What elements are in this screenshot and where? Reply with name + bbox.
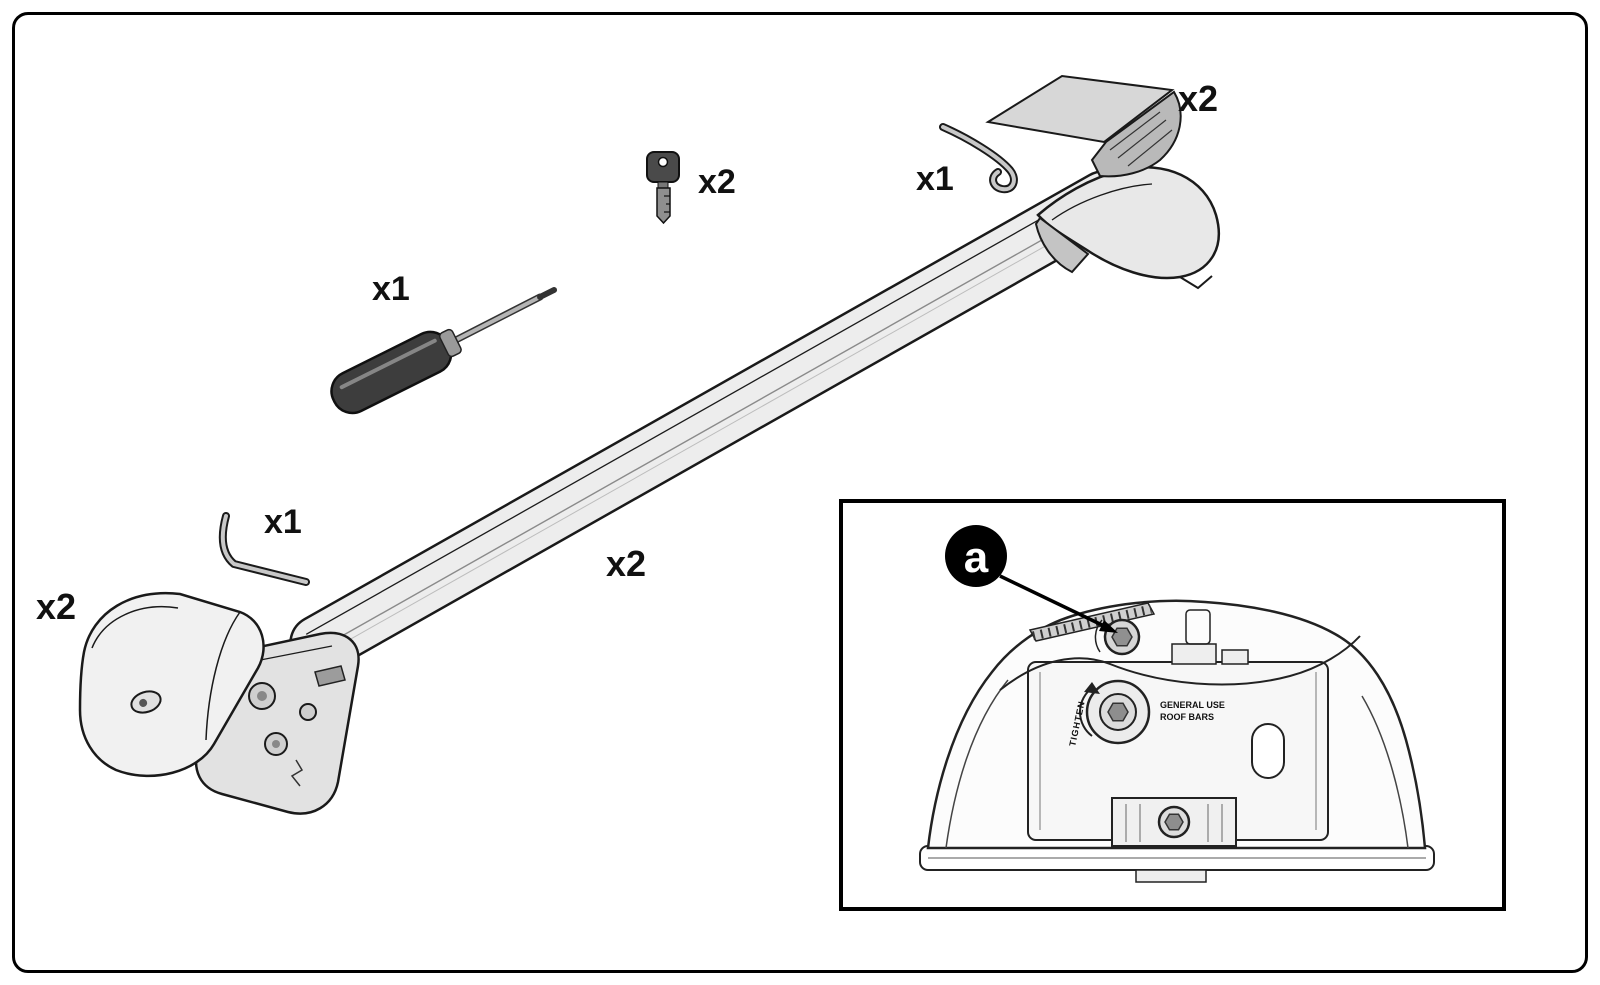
screwdriver-illustration — [330, 287, 557, 415]
inset-part-label-line2: ROOF BARS — [1160, 712, 1214, 722]
qty-label-end-cap: x2 — [36, 586, 77, 627]
inset-part-label-line1: GENERAL USE — [1160, 700, 1225, 710]
qty-label-roof-bar: x2 — [606, 543, 647, 584]
callout-a: a — [945, 525, 1118, 633]
qty-label-cover-strip: x2 — [1178, 78, 1219, 119]
cover-strip-illustration — [985, 74, 1182, 178]
qty-label-long-hex-key: x1 — [916, 160, 954, 198]
qty-label-key: x2 — [698, 163, 736, 201]
callout-a-label: a — [964, 533, 989, 582]
inset-detail-box: TIGHTEN GENERAL USE ROOF BARS a — [839, 499, 1506, 911]
qty-label-screwdriver: x1 — [372, 270, 410, 308]
key-icon — [646, 151, 680, 225]
inset-target-bolt — [1094, 618, 1141, 656]
short-hex-key-illustration — [218, 512, 310, 586]
long-hex-key-illustration — [939, 123, 1018, 194]
bar-end-foot-illustration — [1034, 166, 1221, 290]
qty-label-short-hex-key: x1 — [264, 503, 302, 541]
end-cap-illustration — [78, 591, 265, 778]
